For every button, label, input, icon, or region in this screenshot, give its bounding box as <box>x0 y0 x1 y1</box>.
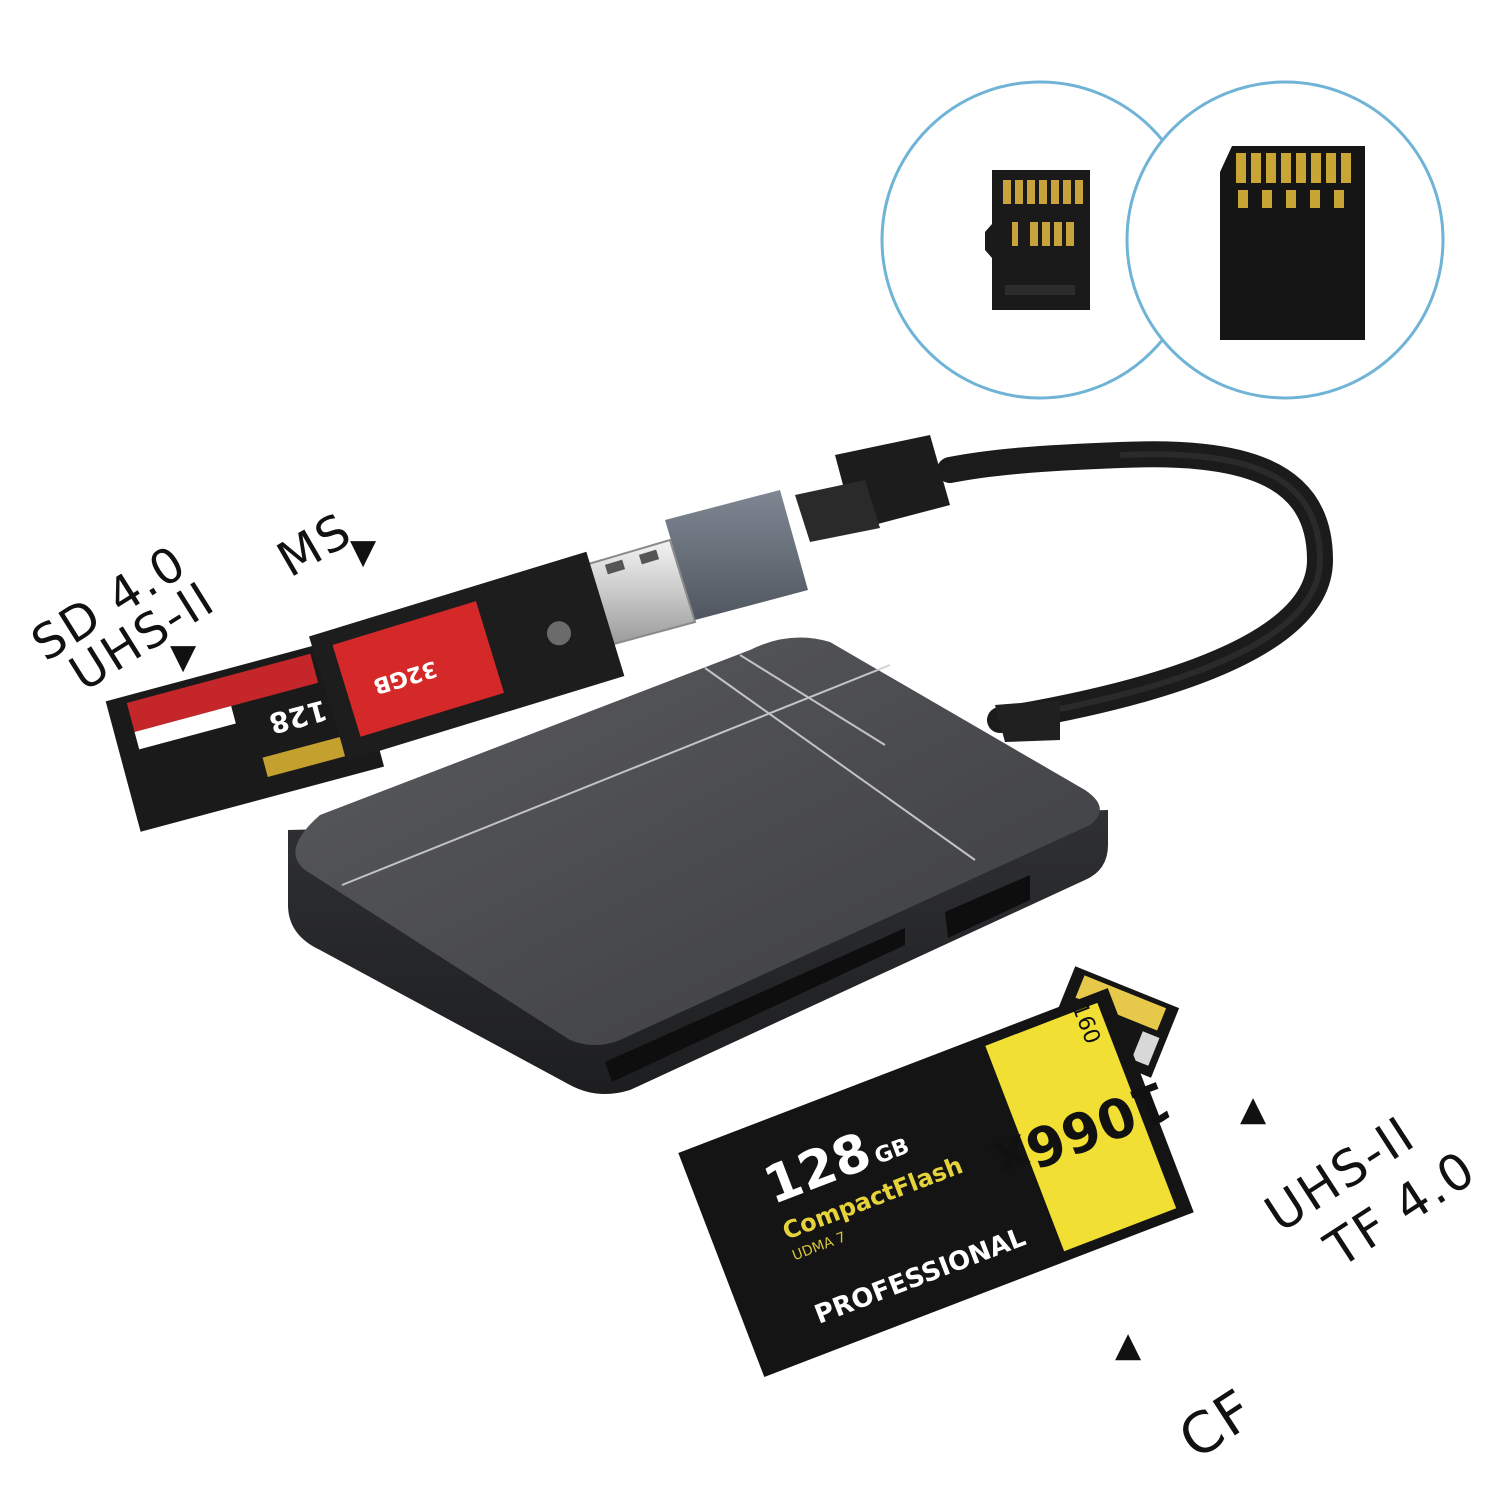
reader-top-lines <box>341 654 976 886</box>
ms-card: 32GB <box>309 551 625 761</box>
usb-a-connector <box>583 490 808 647</box>
arrow-tf: ▲ <box>1240 1089 1267 1129</box>
cf-slot <box>605 928 905 1082</box>
arrow-ms: ▼ <box>350 532 377 572</box>
microsd-back-image <box>985 170 1090 310</box>
card-reader-body <box>288 637 1108 1094</box>
arrow-cf: ▲ <box>1115 1325 1142 1365</box>
usb-c-adapter <box>795 435 950 542</box>
sd-card: 128 <box>105 636 385 832</box>
usb-cable <box>937 441 1334 742</box>
detail-circles <box>880 80 1445 400</box>
arrow-sd: ▼ <box>170 637 197 677</box>
cf-card: 128GB CompactFlash UDMA 7 PROFESSIONAL 1… <box>678 988 1194 1378</box>
sd-slot <box>945 875 1030 938</box>
sd-back-image <box>1220 146 1365 340</box>
